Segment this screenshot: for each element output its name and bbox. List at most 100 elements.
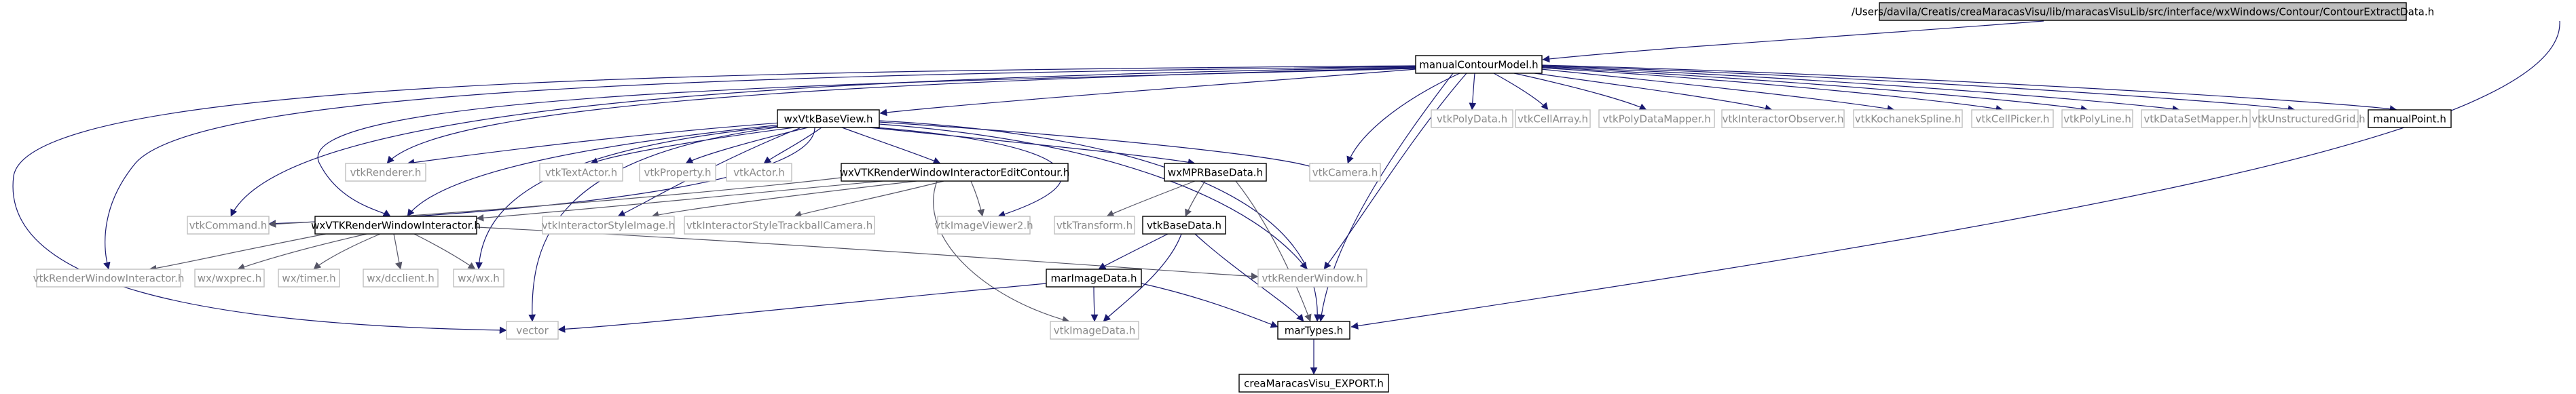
edge-vtkBaseData-to-marImageData xyxy=(1098,233,1169,270)
node-box xyxy=(2061,109,2133,128)
node-label: vtkUnstructuredGrid.h xyxy=(2251,113,2365,125)
edge-manualContourModel-to-vtkCellArray xyxy=(1493,73,1549,111)
edge-manualContourModel-to-wxVtkBaseView xyxy=(879,68,1416,117)
edge-manualContourModel-to-vtkRenderWindowInteractor xyxy=(103,66,1416,270)
node-vtkPolyDataMapper: vtkPolyDataMapper.h xyxy=(1598,109,1715,128)
node-box xyxy=(639,163,716,182)
node-label: vtkPolyData.h xyxy=(1437,113,1507,125)
node-vtkBaseData[interactable]: vtkBaseData.h xyxy=(1142,216,1226,235)
edge-manualContourModel-to-wxVTKRWI xyxy=(317,68,1416,217)
node-label: vtkCommand.h xyxy=(189,220,268,232)
node-box xyxy=(2368,109,2452,128)
node-box xyxy=(194,269,265,288)
node-box xyxy=(937,216,1031,235)
node-vtkPolyLine: vtkPolyLine.h xyxy=(2061,109,2133,128)
node-label: wx/wxprec.h xyxy=(198,273,261,285)
node-label: wx/dcclient.h xyxy=(367,273,434,285)
edge-root-to-manualContourModel xyxy=(1542,20,2044,63)
node-label: vtkPolyLine.h xyxy=(2063,113,2131,125)
edge-wxVtkBaseView-to-wxwx xyxy=(475,125,781,270)
nodes-layer: /Users/davila/Creatis/creaMaracasVisu/li… xyxy=(33,2,2452,393)
node-box xyxy=(841,163,1069,182)
node-wxMPRBaseData[interactable]: wxMPRBaseData.h xyxy=(1164,163,1267,182)
node-label: vtkInteractorStyleTrackballCamera.h xyxy=(686,220,872,232)
node-label: vtkRenderWindowInteractor.h xyxy=(33,273,185,285)
edge-wxVTKRWI-to-wxtimer xyxy=(313,233,381,270)
node-box xyxy=(453,269,504,288)
node-label: wxVtkBaseView.h xyxy=(784,113,873,125)
edge-wxVtkBaseView-to-vtkRenderWindow xyxy=(879,123,1308,270)
edge-manualContourModel-to-vtkPolyData xyxy=(1469,73,1477,111)
node-vtkPolyData: vtkPolyData.h xyxy=(1431,109,1513,128)
node-box xyxy=(1971,109,2054,128)
node-label: vtkDataSetMapper.h xyxy=(2143,113,2247,125)
node-box xyxy=(1853,109,1963,128)
node-box xyxy=(1598,109,1715,128)
node-root[interactable]: /Users/davila/Creatis/creaMaracasVisu/li… xyxy=(1852,2,2434,21)
node-box xyxy=(1238,374,1389,393)
edge-manualContourModel-to-vtkInteractorObserver xyxy=(1534,73,1773,112)
node-box xyxy=(36,269,181,288)
node-label: vector xyxy=(516,325,549,337)
edge-manualContourModel-to-vtkDataSetMapper xyxy=(1541,66,2180,113)
edge-wxVtkBaseView-to-vtkCamera xyxy=(879,121,1318,170)
node-label: wx/timer.h xyxy=(282,273,335,285)
node-marImageData[interactable]: marImageData.h xyxy=(1046,269,1142,288)
node-wxVTKRWI[interactable]: wxVTKRenderWindowInteractor.h xyxy=(311,216,481,235)
node-label: wxVTKRenderWindowInteractor.h xyxy=(311,220,481,232)
node-label: vtkRenderWindow.h xyxy=(1262,273,1363,285)
node-box xyxy=(1309,163,1381,182)
node-vector: vector xyxy=(506,321,559,340)
node-manualContourModel[interactable]: manualContourModel.h xyxy=(1415,55,1543,74)
node-wxVTKRWIEditContour[interactable]: wxVTKRenderWindowInteractorEditContour.h xyxy=(840,163,1070,182)
node-wxwxprec: wx/wxprec.h xyxy=(194,269,265,288)
node-box xyxy=(684,216,875,235)
edge-wxVTKRWI-to-wxwx xyxy=(413,233,476,270)
node-vtkInteractorStyleImage: vtkInteractorStyleImage.h xyxy=(542,216,675,235)
node-label: vtkRenderer.h xyxy=(350,167,422,179)
edge-vtkBaseData-to-vtkImageData xyxy=(1103,233,1182,322)
edge-marImageData-to-vector xyxy=(557,283,1047,333)
node-box xyxy=(1050,321,1139,340)
node-wxVtkBaseView[interactable]: wxVtkBaseView.h xyxy=(777,109,880,128)
node-label: vtkImageData.h xyxy=(1054,325,1136,337)
node-label: vtkTransform.h xyxy=(1056,220,1133,232)
node-box xyxy=(1142,216,1226,235)
node-label: vtkCamera.h xyxy=(1312,167,1378,179)
edge-wxVtkBaseView-to-vtkRenderer xyxy=(407,122,781,166)
edge-wxVtkBaseView-to-wxMPRBaseData xyxy=(868,127,1196,166)
edge-wxVTKRWI-to-wxdcclient xyxy=(393,233,403,270)
edge-root-to-marTypes xyxy=(1350,20,2560,330)
node-vtkTransform: vtkTransform.h xyxy=(1054,216,1135,235)
node-label: /Users/davila/Creatis/creaMaracasVisu/li… xyxy=(1852,6,2434,18)
node-label: vtkActor.h xyxy=(733,167,785,179)
node-box xyxy=(542,216,675,235)
node-box xyxy=(1054,216,1135,235)
node-creaExport[interactable]: creaMaracasVisu_EXPORT.h xyxy=(1238,374,1389,393)
node-label: wxMPRBaseData.h xyxy=(1168,167,1263,179)
node-label: manualContourModel.h xyxy=(1419,59,1538,71)
node-box xyxy=(2258,109,2359,128)
node-label: marTypes.h xyxy=(1285,325,1344,337)
node-box xyxy=(187,216,270,235)
node-vtkUnstructuredGrid: vtkUnstructuredGrid.h xyxy=(2251,109,2366,128)
node-vtkCommand: vtkCommand.h xyxy=(187,216,270,235)
edge-manualContourModel-to-vtkRenderWindow xyxy=(1323,73,1467,270)
node-label: manualPoint.h xyxy=(2373,113,2446,125)
node-box xyxy=(1257,269,1367,288)
node-marTypes[interactable]: marTypes.h xyxy=(1277,321,1350,340)
edge-wxMPRBaseData-to-marTypes xyxy=(1235,180,1312,322)
node-box xyxy=(1879,2,2407,21)
node-box xyxy=(1431,109,1513,128)
node-vtkDataSetMapper: vtkDataSetMapper.h xyxy=(2141,109,2251,128)
edge-wxVTKRWI-to-vtkRenderWindow xyxy=(476,226,1259,280)
node-vtkCellArray: vtkCellArray.h xyxy=(1515,109,1591,128)
node-vtkCellPicker: vtkCellPicker.h xyxy=(1971,109,2054,128)
node-box xyxy=(278,269,340,288)
node-label: vtkCellPicker.h xyxy=(1975,113,2049,125)
node-box xyxy=(777,109,880,128)
edge-wxMPRBaseData-to-vtkBaseData xyxy=(1185,180,1206,217)
node-manualPoint[interactable]: manualPoint.h xyxy=(2368,109,2452,128)
node-label: creaMaracasVisu_EXPORT.h xyxy=(1244,378,1384,391)
node-wxtimer: wx/timer.h xyxy=(278,269,340,288)
